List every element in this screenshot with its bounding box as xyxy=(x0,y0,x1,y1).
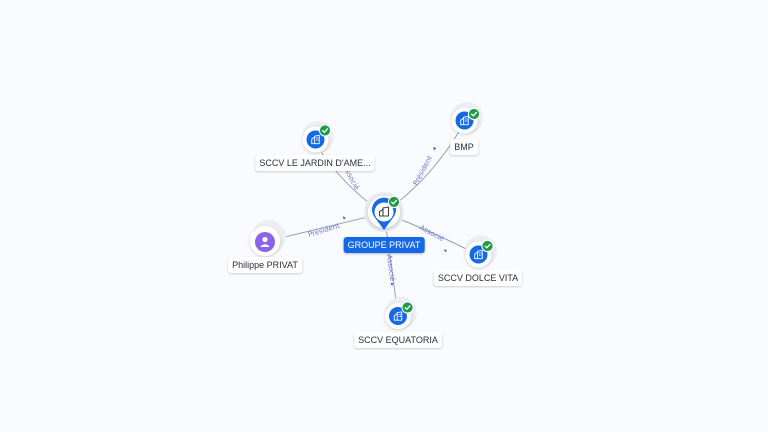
node-label-jardin[interactable]: SCCV LE JARDIN D'AME... xyxy=(255,155,375,171)
node-center[interactable] xyxy=(364,192,404,232)
arrow-bmp xyxy=(433,147,437,151)
node-label-bmp[interactable]: BMP xyxy=(450,139,478,155)
node-jardin[interactable] xyxy=(302,121,334,153)
person-icon xyxy=(260,236,270,247)
node-dolce[interactable] xyxy=(465,235,497,268)
edge-label-equatoria: Associé xyxy=(385,254,396,281)
node-label-dolce[interactable]: SCCV DOLCE VITA xyxy=(433,270,523,286)
node-label-equatoria[interactable]: SCCV EQUATORIA xyxy=(354,332,442,348)
node-label-philippe[interactable]: Philippe PRIVAT xyxy=(228,257,302,273)
node-bmp[interactable] xyxy=(451,102,483,134)
arrow-dolce xyxy=(443,249,447,253)
node-label-center[interactable]: GROUPE PRIVAT xyxy=(343,237,425,253)
node-philippe[interactable] xyxy=(250,220,286,256)
verified-badge-icon xyxy=(481,239,494,253)
verified-badge-icon xyxy=(387,195,401,209)
verified-badge-icon xyxy=(401,301,414,314)
arrow-philippe xyxy=(343,216,346,220)
verified-badge-icon xyxy=(318,124,332,137)
verified-badge-icon xyxy=(467,107,481,121)
building-icon xyxy=(378,206,390,218)
edge-arrows xyxy=(343,147,447,286)
node-equatoria[interactable] xyxy=(385,297,417,329)
arrow-equatoria xyxy=(390,283,394,286)
edge-label-philippe: Président xyxy=(307,222,341,239)
